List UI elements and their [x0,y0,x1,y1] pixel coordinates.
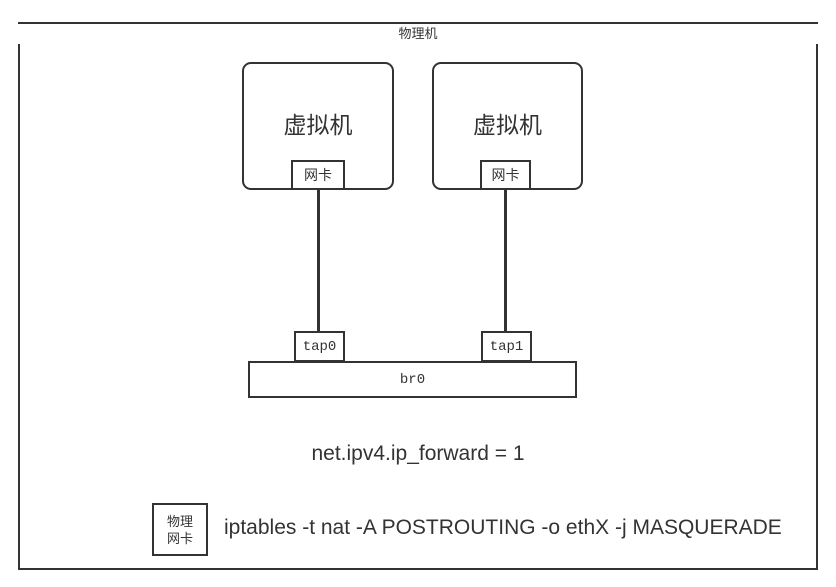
vm-nic-box-2: 网卡 [480,160,531,190]
tap-label-1: tap1 [489,338,524,355]
tap-label-0: tap0 [302,338,337,355]
iptables-masquerade-text: iptables -t nat -A POSTROUTING -o ethX -… [224,516,782,539]
virtual-machine-label-1: 虚拟机 [283,112,353,138]
physical-machine-title: 物理机 [18,24,818,44]
bridge-label: br0 [399,371,426,388]
physical-machine-frame [18,22,818,570]
tap-box-tap1: tap1 [481,331,532,362]
vm-nic-label-1: 网卡 [304,167,332,183]
connector-line-vm2-tap1 [504,189,507,332]
sysctl-ip-forward-text: net.ipv4.ip_forward = 1 [311,442,525,465]
vm-nic-box-1: 网卡 [291,160,345,190]
virtual-machine-label-2: 虚拟机 [473,112,542,138]
physical-nic-box: 物理 网卡 [152,503,208,556]
physical-nic-label-line2: 网卡 [166,530,193,546]
vm-nic-label-2: 网卡 [491,167,520,183]
tap-box-tap0: tap0 [294,331,345,362]
bridge-box-br0: br0 [248,361,577,398]
connector-line-vm1-tap0 [317,189,320,332]
physical-nic-label-line1: 物理 [166,513,193,529]
